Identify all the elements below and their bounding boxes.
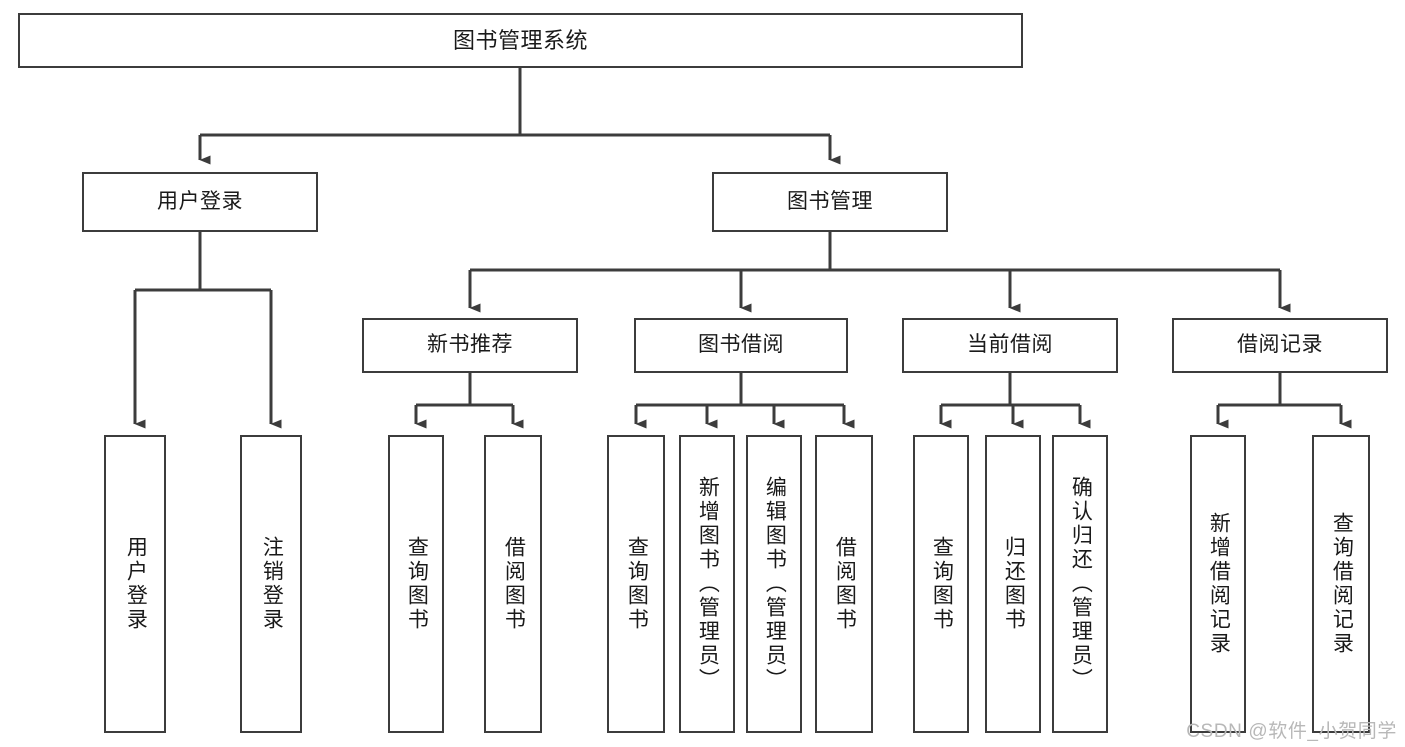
node-leaf-query-borrow-record[interactable]: 查询借阅记录	[1312, 435, 1370, 733]
node-label: 查询图书	[405, 536, 429, 632]
node-label: 图书管理	[787, 189, 873, 213]
node-level2-book-borrow[interactable]: 图书借阅	[634, 318, 848, 373]
node-leaf-return-book[interactable]: 归还图书	[985, 435, 1041, 733]
node-label: 确认归还（管理员）	[1069, 476, 1093, 692]
node-label: 借阅图书	[833, 536, 857, 632]
node-label: 查询图书	[930, 536, 954, 632]
node-label: 新增借阅记录	[1207, 512, 1231, 656]
node-leaf-add-book-admin[interactable]: 新增图书（管理员）	[679, 435, 735, 733]
node-level1-book-management[interactable]: 图书管理	[712, 172, 948, 232]
node-level2-current-borrow[interactable]: 当前借阅	[902, 318, 1118, 373]
node-label: 注销登录	[260, 536, 284, 632]
node-level2-borrow-record[interactable]: 借阅记录	[1172, 318, 1388, 373]
node-label: 查询借阅记录	[1330, 512, 1354, 656]
node-level2-new-book-recommend[interactable]: 新书推荐	[362, 318, 578, 373]
node-label: 用户登录	[157, 189, 243, 213]
node-label: 用户登录	[124, 536, 148, 632]
node-label: 新书推荐	[427, 333, 513, 357]
node-label: 查询图书	[625, 536, 649, 632]
node-label: 当前借阅	[967, 333, 1053, 357]
node-leaf-user-login[interactable]: 用户登录	[104, 435, 166, 733]
node-label: 借阅记录	[1237, 333, 1323, 357]
node-leaf-confirm-return-admin[interactable]: 确认归还（管理员）	[1052, 435, 1108, 733]
node-label: 借阅图书	[502, 536, 526, 632]
node-leaf-logout[interactable]: 注销登录	[240, 435, 302, 733]
node-leaf-add-borrow-record[interactable]: 新增借阅记录	[1190, 435, 1246, 733]
node-label: 图书借阅	[698, 333, 784, 357]
node-leaf-query-book-borrow[interactable]: 查询图书	[607, 435, 665, 733]
node-leaf-borrow-book[interactable]: 借阅图书	[815, 435, 873, 733]
node-leaf-query-book-recommend[interactable]: 查询图书	[388, 435, 444, 733]
node-leaf-query-book-current[interactable]: 查询图书	[913, 435, 969, 733]
node-label: 编辑图书（管理员）	[763, 476, 787, 692]
node-level1-user-login[interactable]: 用户登录	[82, 172, 318, 232]
node-root[interactable]: 图书管理系统	[18, 13, 1023, 68]
node-label: 图书管理系统	[452, 27, 588, 53]
node-leaf-borrow-book-recommend[interactable]: 借阅图书	[484, 435, 542, 733]
node-leaf-edit-book-admin[interactable]: 编辑图书（管理员）	[746, 435, 802, 733]
node-label: 归还图书	[1002, 536, 1026, 632]
node-label: 新增图书（管理员）	[696, 476, 720, 692]
